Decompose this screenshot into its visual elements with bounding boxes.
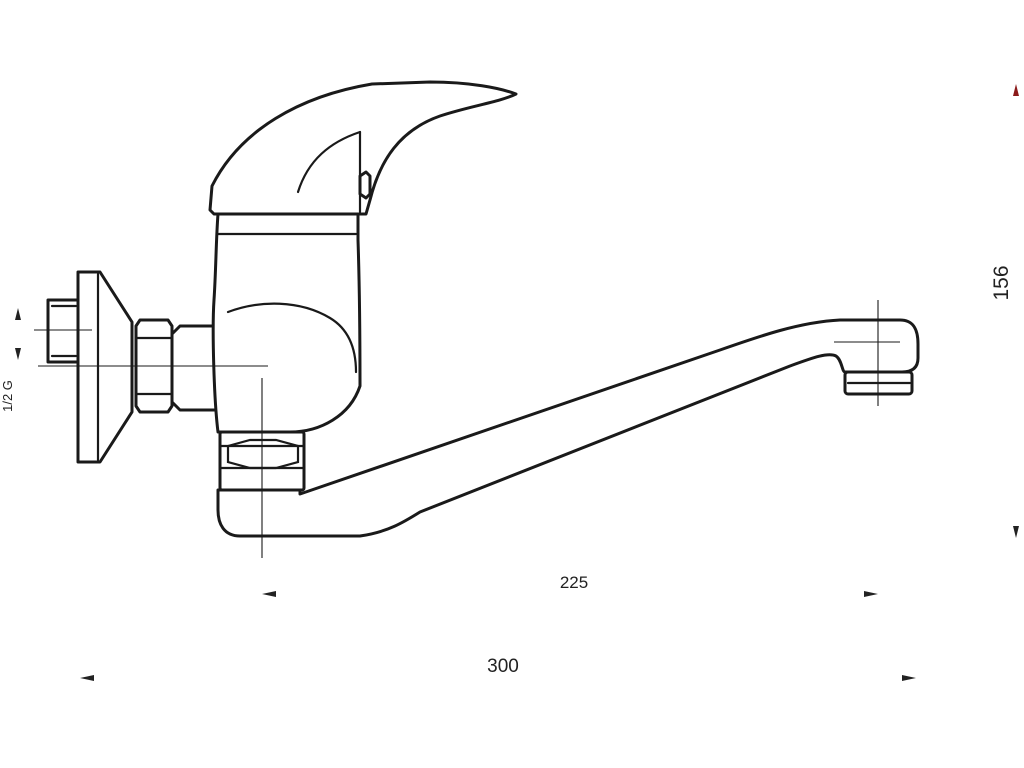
spout [216, 318, 920, 538]
wall-flange [76, 270, 134, 464]
thread-dimension: 1/2 G [0, 308, 21, 412]
threaded-inlet [46, 298, 80, 364]
overall-dimension: 300 [80, 656, 916, 681]
height-arrow-bottom [1013, 526, 1019, 538]
overall-arrow-left [80, 675, 94, 681]
height-label: 156 [990, 265, 1013, 300]
reach-dimension: 225 [262, 573, 878, 597]
thread-arrow-top [15, 308, 21, 320]
overall-label: 300 [487, 656, 519, 677]
reach-arrow-left [262, 591, 276, 597]
center-lines [34, 300, 900, 558]
thread-arrow-bottom [15, 348, 21, 360]
height-arrow-top [1013, 84, 1019, 96]
height-dimension: 156 [990, 84, 1019, 538]
thread-label: 1/2 G [0, 380, 15, 412]
lever-handle [208, 80, 518, 216]
overall-arrow-right [902, 675, 916, 681]
mixer-body [211, 212, 362, 434]
reach-arrow-right [864, 591, 878, 597]
reach-label: 225 [560, 573, 588, 592]
